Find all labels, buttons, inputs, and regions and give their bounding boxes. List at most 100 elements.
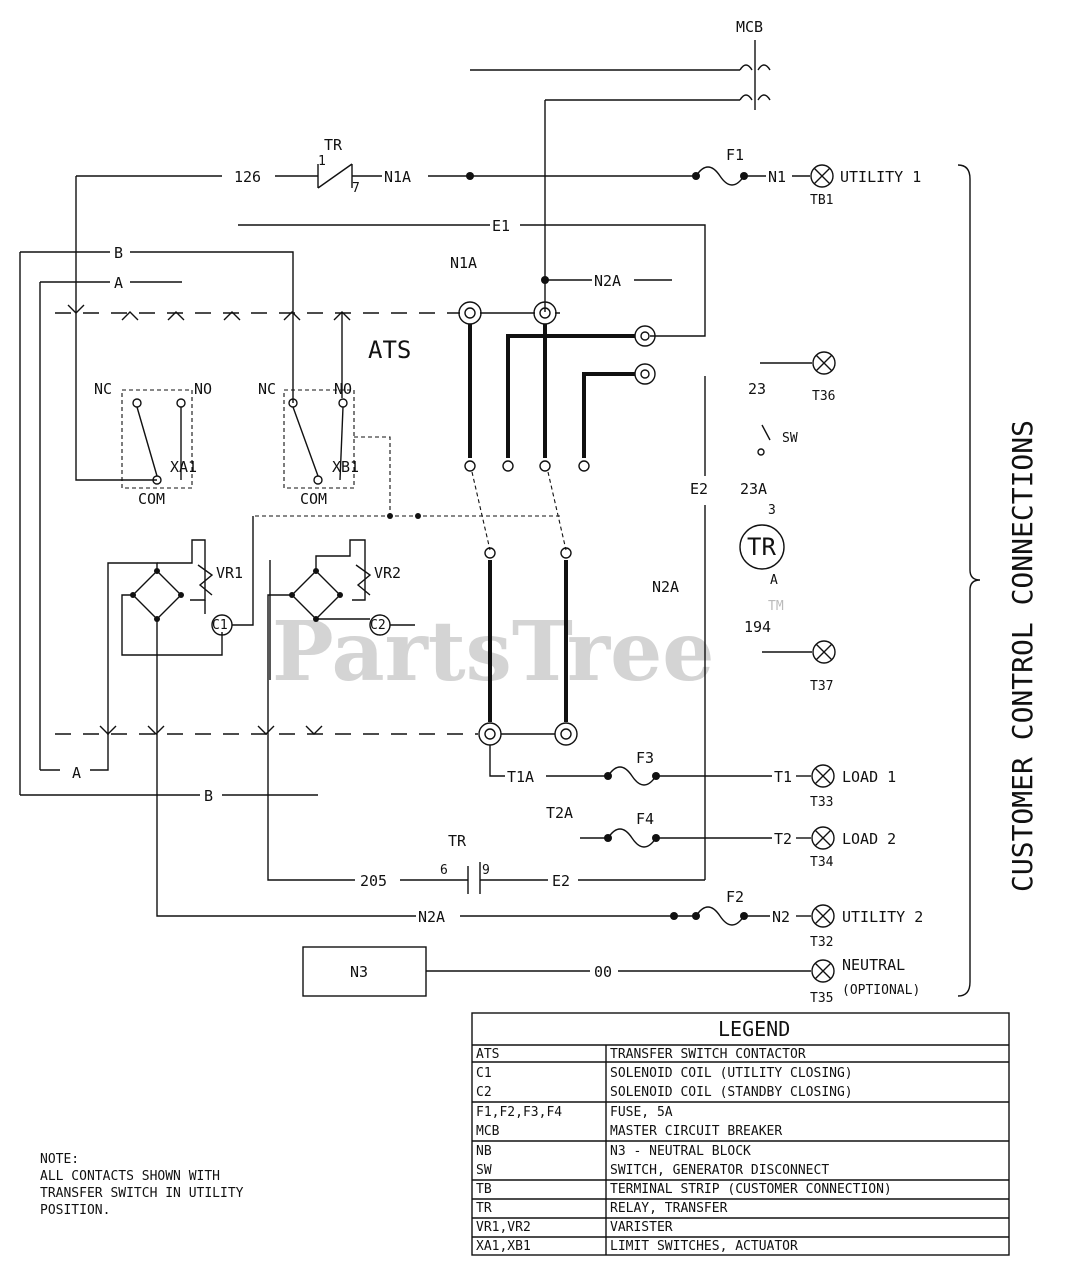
f4-label: F4 bbox=[636, 810, 654, 828]
watermark-tm: TM bbox=[768, 599, 784, 614]
legend-code: VR1,VR2 bbox=[476, 1220, 531, 1235]
legend-code: XA1,XB1 bbox=[476, 1239, 531, 1254]
legend-code: F1,F2,F3,F4 bbox=[476, 1105, 562, 1120]
com2-label: COM bbox=[300, 490, 327, 508]
load2-label: LOAD 2 bbox=[842, 830, 896, 848]
n2-label: N2 bbox=[772, 908, 790, 926]
no1-label: NO bbox=[194, 380, 212, 398]
ats-upper-linkage: ATS bbox=[55, 301, 656, 398]
e1-label: E1 bbox=[492, 217, 510, 235]
optional-label: (OPTIONAL) bbox=[842, 983, 920, 998]
f1-label: F1 bbox=[726, 146, 744, 164]
note-block: NOTE: ALL CONTACTS SHOWN WITH TRANSFER S… bbox=[40, 1152, 244, 1218]
legend-code: ATS bbox=[476, 1047, 499, 1062]
xa1-label: XA1 bbox=[170, 458, 197, 476]
xb1-label: XB1 bbox=[332, 458, 359, 476]
mcb-label: MCB bbox=[736, 18, 763, 36]
neutral-line: N3 00 NEUTRAL (OPTIONAL) T35 bbox=[302, 946, 920, 1006]
legend-description: VARISTER bbox=[610, 1220, 673, 1235]
customer-connections-brace: CUSTOMER CONTROL CONNECTIONS bbox=[957, 164, 1039, 997]
contact-1-label: 1 bbox=[318, 154, 326, 169]
nc1-label: NC bbox=[94, 380, 112, 398]
n2a-bottom-label: N2A bbox=[418, 908, 445, 926]
watermark-text: PartsTree bbox=[272, 604, 714, 700]
t2-label: T2 bbox=[774, 830, 792, 848]
utility1-label: UTILITY 1 bbox=[840, 168, 921, 186]
vr1-label: VR1 bbox=[216, 564, 243, 582]
neutral-label: NEUTRAL bbox=[842, 956, 905, 974]
c2-label: C2 bbox=[370, 618, 386, 633]
wire-00-label: 00 bbox=[594, 963, 612, 981]
legend-code: TB bbox=[476, 1182, 492, 1197]
b-top-label: B bbox=[114, 244, 123, 262]
ats-contacts bbox=[464, 324, 635, 746]
sw-label: SW bbox=[782, 431, 798, 446]
utility1-line: 126 TR 1 7 N1A F1 N1 UTILITY 1 TB1 bbox=[76, 136, 921, 208]
tb1-label: TB1 bbox=[810, 193, 833, 208]
legend-description: SOLENOID COIL (UTILITY CLOSING) bbox=[610, 1066, 853, 1081]
t1a-label: T1A bbox=[507, 768, 534, 786]
legend-description: MASTER CIRCUIT BREAKER bbox=[610, 1124, 782, 1139]
utility2-line: N2A F2 N2 UTILITY 2 T32 bbox=[156, 735, 923, 950]
contact-7-label: 7 bbox=[352, 181, 360, 196]
legend-description: RELAY, TRANSFER bbox=[610, 1201, 728, 1216]
tr-bottom-line: TR 205 6 9 E2 bbox=[267, 735, 705, 894]
t37-label: T37 bbox=[810, 679, 833, 694]
ab-upper-lines: B A bbox=[19, 176, 294, 795]
wire-126-label: 126 bbox=[234, 168, 261, 186]
nc2-label: NC bbox=[258, 380, 276, 398]
bridge-vr1: VR1 C1 bbox=[107, 516, 254, 735]
load1-line: T1A F3 T1 LOAD 1 T33 bbox=[489, 745, 896, 810]
b-bottom-label: B bbox=[204, 787, 213, 805]
legend-description: SWITCH, GENERATOR DISCONNECT bbox=[610, 1163, 829, 1178]
note-line-4: POSITION. bbox=[40, 1203, 110, 1218]
legend-description: SOLENOID COIL (STANDBY CLOSING) bbox=[610, 1085, 853, 1100]
legend-description: N3 - NEUTRAL BLOCK bbox=[610, 1144, 751, 1159]
legend-code: NB bbox=[476, 1144, 492, 1159]
t34-label: T34 bbox=[810, 855, 834, 870]
ats-label: ATS bbox=[368, 336, 411, 364]
limit-switch-xa1: NC NO XA1 COM bbox=[94, 380, 212, 508]
utility2-label: UTILITY 2 bbox=[842, 908, 923, 926]
legend-code: TR bbox=[476, 1201, 492, 1216]
tr-top-label: TR bbox=[324, 136, 343, 154]
legend-code: C1 bbox=[476, 1066, 492, 1081]
f2-label: F2 bbox=[726, 888, 744, 906]
limit-switch-xb1: NC NO XB1 COM bbox=[258, 312, 391, 516]
n2a-vert-label: N2A bbox=[652, 578, 679, 596]
legend-description: LIMIT SWITCHES, ACTUATOR bbox=[610, 1239, 798, 1254]
no2-label: NO bbox=[334, 380, 352, 398]
n1a-mid-label: N1A bbox=[450, 254, 477, 272]
a-bottom-label: A bbox=[72, 764, 81, 782]
t2a-label: T2A bbox=[546, 804, 573, 822]
note-line-3: TRANSFER SWITCH IN UTILITY bbox=[40, 1186, 244, 1201]
t35-label: T35 bbox=[810, 991, 833, 1006]
coil-tr-label: TR bbox=[747, 533, 776, 561]
a-top-label: A bbox=[114, 274, 123, 292]
legend-description: TRANSFER SWITCH CONTACTOR bbox=[610, 1047, 806, 1062]
mcb-breaker: MCB bbox=[470, 18, 771, 110]
legend-code: C2 bbox=[476, 1085, 492, 1100]
t1-label: T1 bbox=[774, 768, 792, 786]
vr2-label: VR2 bbox=[374, 564, 401, 582]
load1-label: LOAD 1 bbox=[842, 768, 896, 786]
contact-9-label: 9 bbox=[482, 863, 490, 878]
e2-vert-label: E2 bbox=[690, 480, 708, 498]
note-line-1: NOTE: bbox=[40, 1152, 79, 1167]
t32-label: T32 bbox=[810, 935, 833, 950]
load2-line: T2A F4 T2 LOAD 2 T34 bbox=[546, 804, 896, 870]
coil-3-label: 3 bbox=[768, 503, 776, 518]
legend-description: FUSE, 5A bbox=[610, 1105, 673, 1120]
wire-n1a-label: N1A bbox=[384, 168, 411, 186]
legend-code: SW bbox=[476, 1163, 492, 1178]
tr-bottom-label: TR bbox=[448, 832, 467, 850]
n2a-mid-label: N2A bbox=[594, 272, 621, 290]
f3-label: F3 bbox=[636, 749, 654, 767]
t23-label: 23 bbox=[748, 380, 766, 398]
t36-label: T36 bbox=[812, 389, 835, 404]
t23a-label: 23A bbox=[740, 480, 767, 498]
note-line-2: ALL CONTACTS SHOWN WITH bbox=[40, 1169, 220, 1184]
control-right: 23 T36 SW E2 23A 3 TR A N2A 194 T37 bbox=[652, 351, 836, 880]
